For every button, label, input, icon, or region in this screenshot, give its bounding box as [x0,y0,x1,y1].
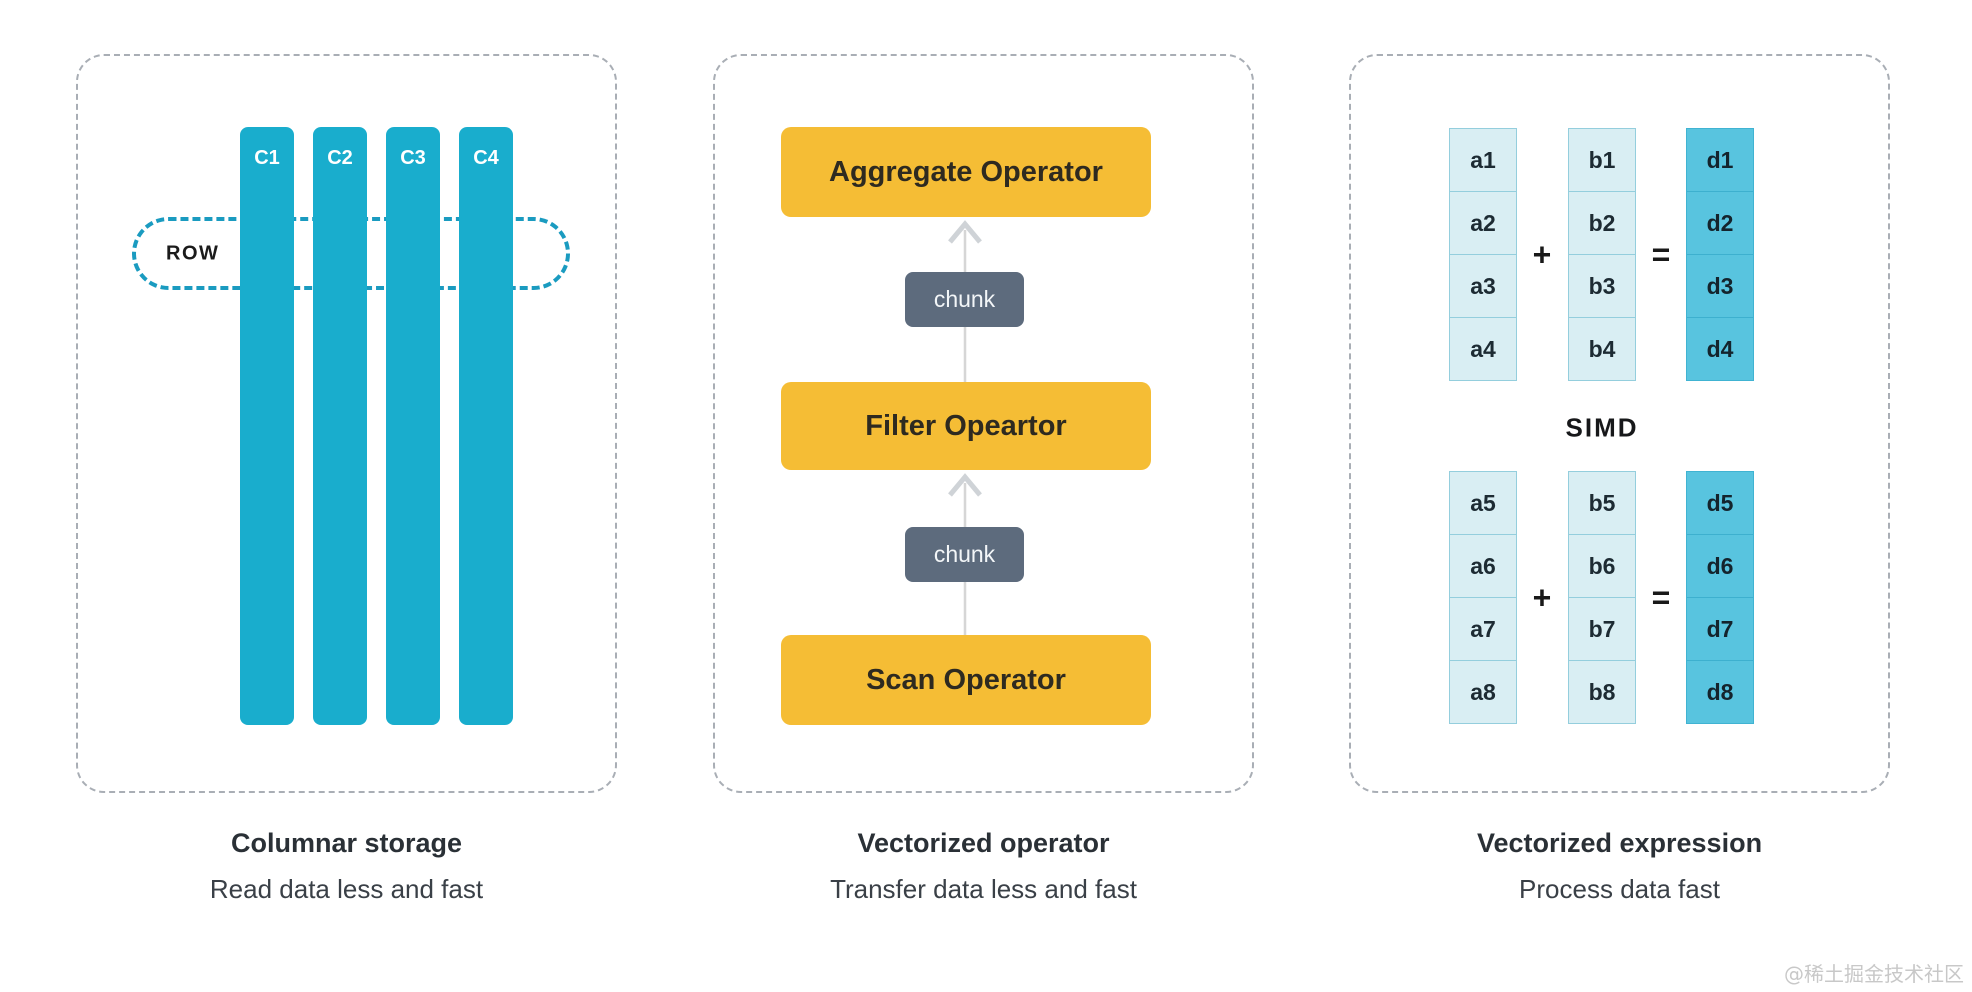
vector-cell: b5 [1588,489,1616,516]
caption-subtitle-columnar-storage: Read data less and fast [209,874,484,904]
vector-cell: a8 [1450,660,1516,723]
storage-column-c2: C2 [313,127,367,725]
vector-cell: d2 [1687,191,1753,254]
vector-cell: b4 [1569,317,1635,380]
caption-title-columnar-storage: Columnar storage [230,828,463,858]
vector-cell: d1 [1706,146,1734,173]
vector-cell: a7 [1450,597,1516,660]
simd-label: SIMD [1565,412,1639,443]
plus-sign: + [1532,579,1552,616]
caption-title-vectorized-operator: Vectorized operator [857,828,1110,858]
vector-column-a-bottom: a5 a6 a7 a8 [1449,471,1517,724]
column-label: C1 [254,147,280,169]
vector-cell: d6 [1687,534,1753,597]
vector-cell: a6 [1450,534,1516,597]
aggregate-operator-box: Aggregate Operator [781,127,1151,217]
vector-cell: b3 [1569,254,1635,317]
chunk-box: chunk [905,272,1024,327]
caption-subtitle-vectorized-expression: Process data fast [1519,874,1720,904]
equals-sign: = [1651,579,1671,616]
panel-vectorized-expression: a1 a2 a3 a4 + b1 b2 b3 b4 = d1 d2 d3 d4 … [1349,54,1890,793]
vector-column-b-top: b1 b2 b3 b4 [1568,128,1636,381]
panel-vectorized-operator: Aggregate Operator chunk Filter Opeartor… [713,54,1254,793]
vector-cell: b8 [1569,660,1635,723]
vector-cell: a5 [1470,489,1496,516]
row-label: ROW [166,242,220,264]
vector-cell: b7 [1569,597,1635,660]
scan-operator-box: Scan Operator [781,635,1151,725]
vector-column-a-top: a1 a2 a3 a4 [1449,128,1517,381]
storage-column-c4: C4 [459,127,513,725]
vector-cell: d5 [1706,489,1734,516]
vector-cell: a4 [1450,317,1516,380]
vector-cell: b2 [1569,191,1635,254]
caption-subtitle-vectorized-operator: Transfer data less and fast [830,874,1137,904]
vector-column-d-top: d1 d2 d3 d4 [1686,128,1754,381]
vector-cell: a3 [1450,254,1516,317]
vector-cell: b6 [1569,534,1635,597]
column-label: C4 [473,147,499,169]
filter-operator-box: Filter Opeartor [781,382,1151,470]
panel-columnar-storage: ROW C1 C2 C3 C4 [76,54,617,793]
watermark-text: @稀土掘金技术社区 [1784,962,1964,986]
caption-title-vectorized-expression: Vectorized expression [1476,828,1763,858]
column-label: C3 [400,147,426,169]
vector-cell: d4 [1687,317,1753,380]
plus-sign: + [1532,236,1552,273]
vector-cell: d3 [1687,254,1753,317]
vector-column-b-bottom: b5 b6 b7 b8 [1568,471,1636,724]
storage-column-c3: C3 [386,127,440,725]
storage-column-c1: C1 [240,127,294,725]
vector-cell: b1 [1588,146,1616,173]
chunk-box: chunk [905,527,1024,582]
vector-cell: a2 [1450,191,1516,254]
column-label: C2 [327,147,353,169]
equals-sign: = [1651,236,1671,273]
vector-cell: d8 [1687,660,1753,723]
vector-cell: d7 [1687,597,1753,660]
vector-column-d-bottom: d5 d6 d7 d8 [1686,471,1754,724]
vector-cell: a1 [1470,146,1496,173]
